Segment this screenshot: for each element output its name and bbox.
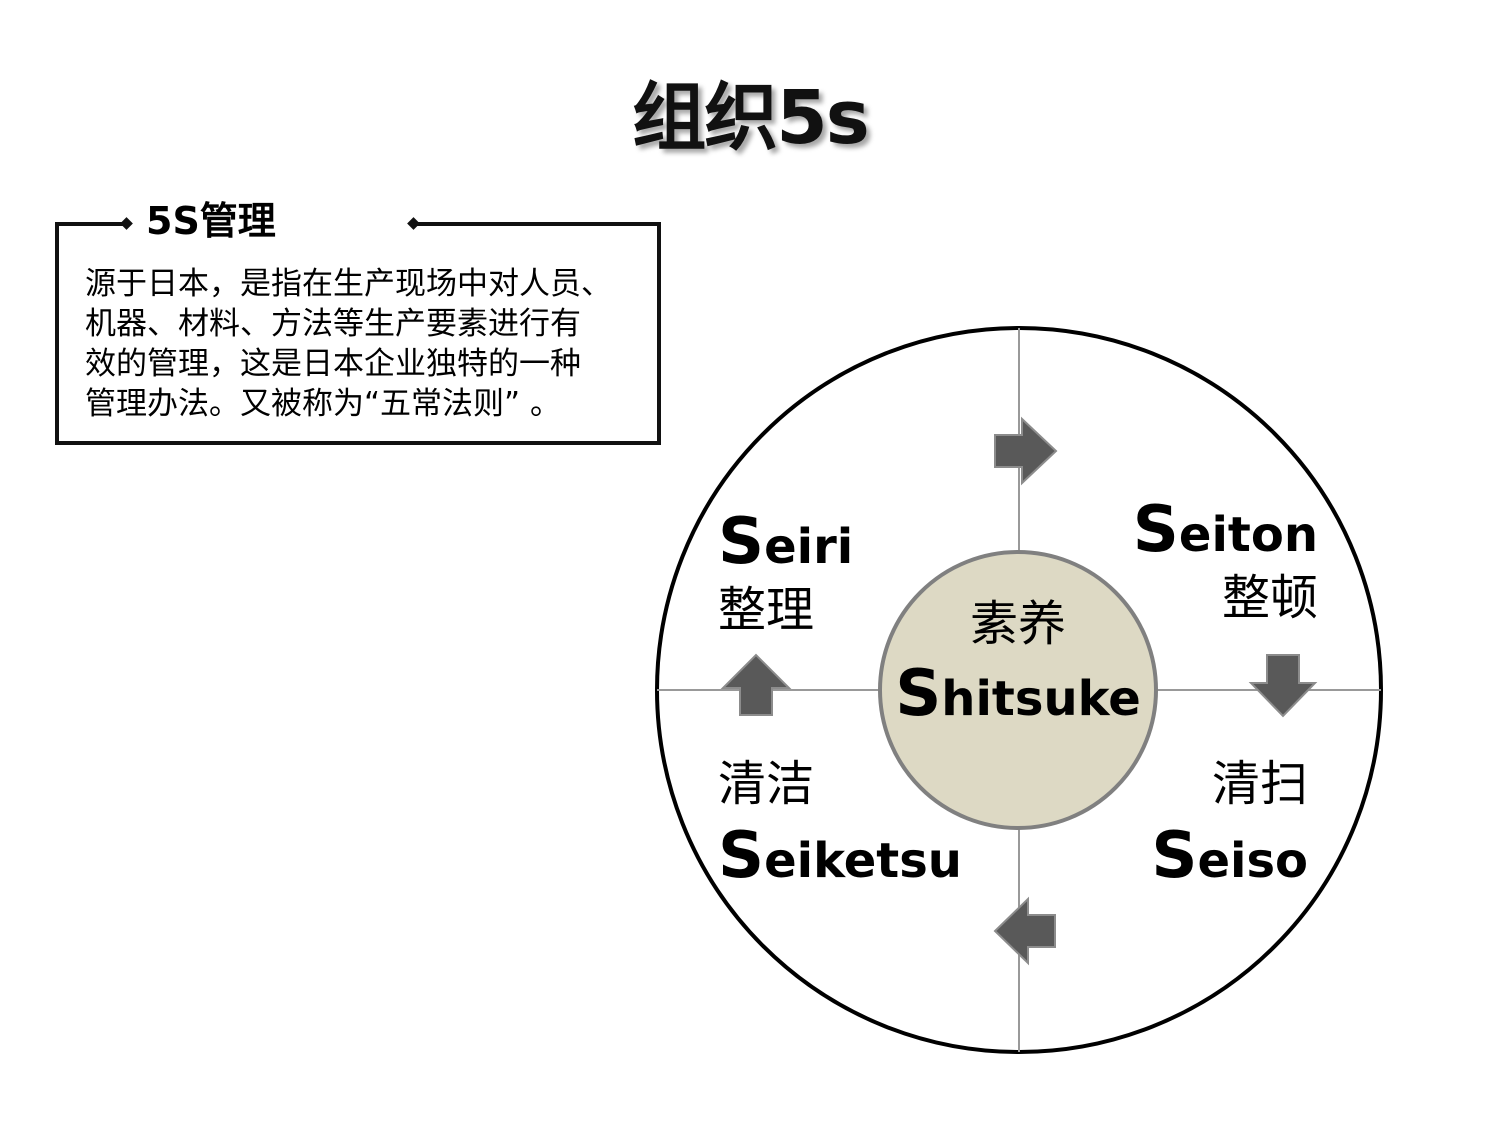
word-rest: hitsuke: [941, 671, 1141, 727]
word-rest: eiketsu: [764, 833, 962, 889]
initial-letter: S: [1132, 493, 1179, 567]
seiso-cn-label: 清扫: [1211, 756, 1308, 812]
info-box: [55, 222, 661, 445]
seiso-en-label: Seiso: [1151, 824, 1308, 889]
center-circle: [878, 550, 1158, 830]
center-en-label: Shitsuke: [880, 662, 1156, 727]
word-rest: eiso: [1197, 833, 1308, 889]
word-rest: eiri: [764, 519, 854, 575]
info-box-heading: 5S管理: [146, 199, 276, 243]
seiton-cn-label: 整顿: [1221, 570, 1318, 626]
seiketsu-cn-label: 清洁: [718, 756, 815, 812]
arrow-up-icon: [720, 653, 792, 716]
box-top-border-left: [55, 222, 127, 226]
center-cn-label: 素养: [969, 596, 1066, 652]
initial-letter: S: [1151, 819, 1198, 893]
initial-letter: S: [895, 657, 942, 731]
info-line: 效的管理，这是日本企业独特的一种: [85, 346, 581, 382]
word-rest: eiton: [1178, 507, 1318, 563]
info-line: 机器、材料、方法等生产要素进行有: [85, 306, 581, 342]
box-top-border-right: [414, 222, 657, 226]
seiketsu-en-label: Seiketsu: [718, 824, 962, 889]
arrow-down-icon: [1248, 654, 1318, 718]
slide-title: 组织5s: [632, 75, 870, 161]
info-line: 源于日本，是指在生产现场中对人员、: [85, 266, 612, 302]
seiton-en-label: Seiton: [1133, 498, 1318, 563]
arrow-left-icon: [993, 896, 1056, 966]
arrow-right-icon: [994, 416, 1058, 486]
seiri-en-label: Seiri: [718, 510, 854, 575]
info-line: 管理办法。又被称为“五常法则” 。: [85, 386, 561, 422]
info-box-body: 源于日本，是指在生产现场中对人员、 机器、材料、方法等生产要素进行有 效的管理，…: [85, 264, 645, 424]
seiri-cn-label: 整理: [718, 582, 815, 638]
initial-letter: S: [718, 505, 765, 579]
initial-letter: S: [718, 819, 765, 893]
